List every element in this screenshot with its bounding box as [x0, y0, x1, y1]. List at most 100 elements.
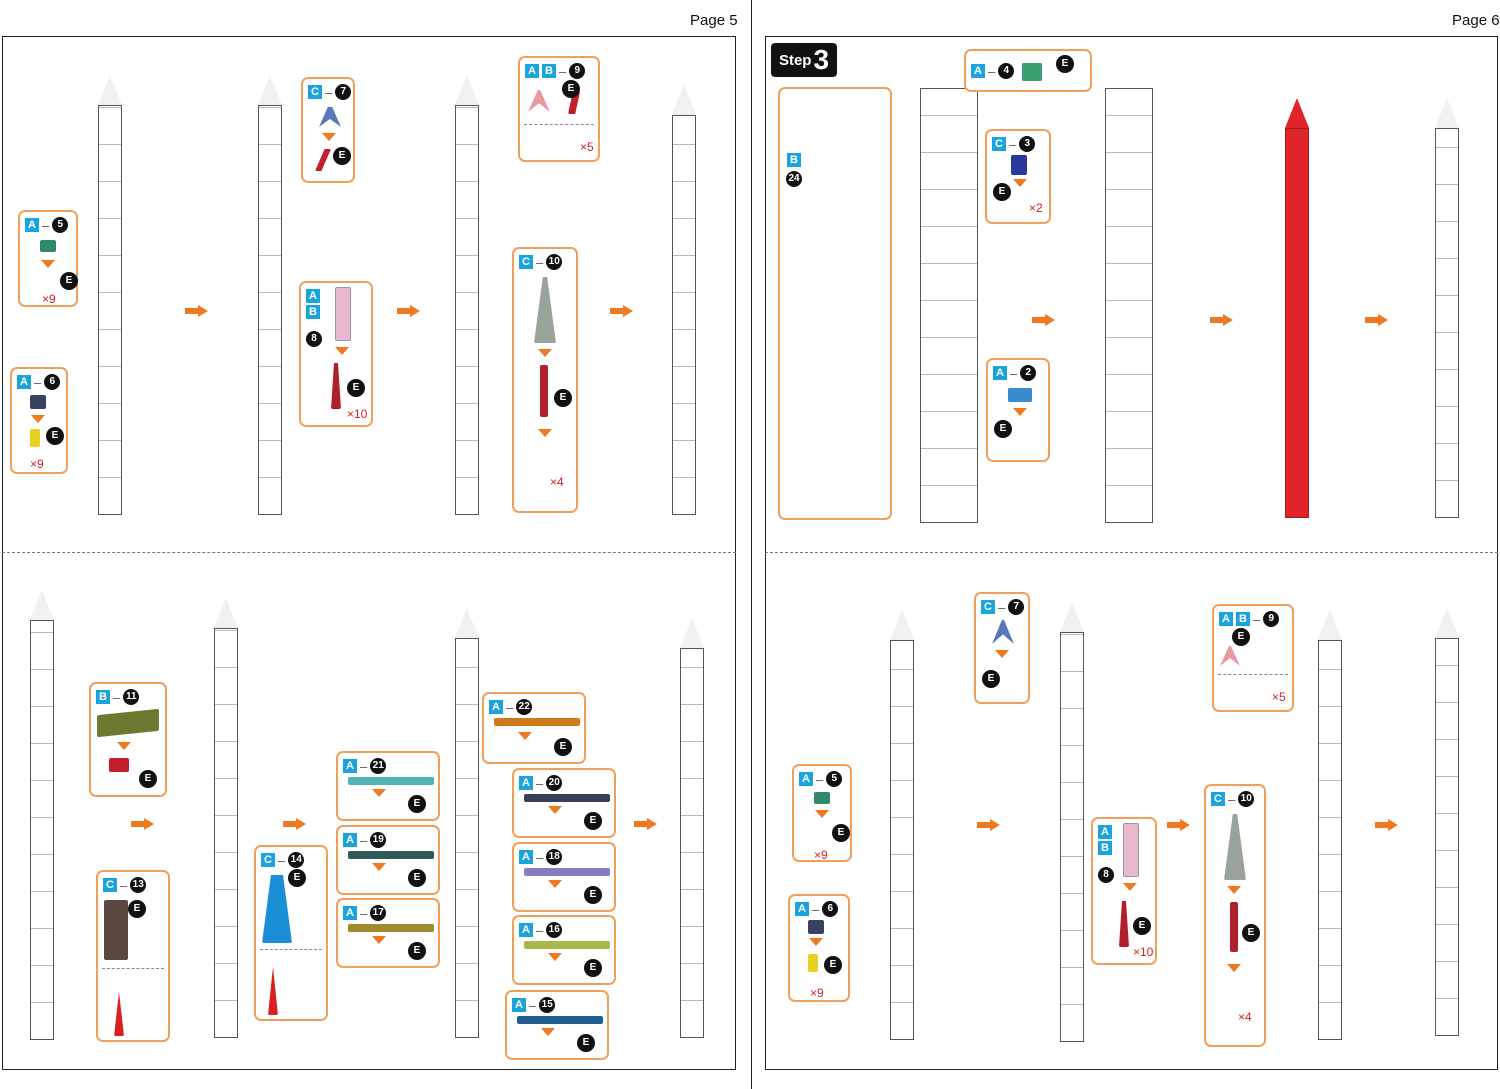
callout-a15: A–15 E	[505, 990, 609, 1060]
e-badge: E	[128, 900, 146, 918]
piece-shape	[1022, 63, 1042, 81]
part-letter: C	[519, 255, 533, 269]
down-arrow-icon	[335, 347, 349, 355]
next-arrow-icon	[283, 818, 307, 830]
page5-separator	[2, 552, 736, 553]
down-arrow-icon	[518, 732, 532, 740]
callout-c7-p6: C–7 E	[974, 592, 1030, 704]
step-badge: Step 3	[771, 43, 837, 77]
step-number: 5	[826, 771, 843, 787]
tower-illustration	[920, 88, 978, 523]
piece-shape	[1220, 646, 1240, 666]
part-letter: A	[993, 366, 1007, 380]
callout-c3: C–3 E ×2	[985, 129, 1051, 224]
callout-c7: C–7 E	[301, 77, 355, 183]
part-letter: A	[343, 906, 357, 920]
down-arrow-icon	[809, 938, 823, 946]
piece-shape	[540, 365, 548, 417]
down-arrow-icon	[1123, 883, 1137, 891]
part-letter: B	[1236, 612, 1250, 626]
tower-illustration	[680, 618, 704, 1038]
step-number: 10	[546, 254, 563, 270]
piece-shape	[348, 777, 434, 785]
e-badge: E	[994, 420, 1012, 438]
callout-a6: A–6 E ×9	[10, 367, 68, 474]
down-arrow-icon	[548, 880, 562, 888]
piece-shape	[40, 240, 56, 252]
step-number: 20	[546, 775, 563, 791]
page-divider	[751, 0, 752, 1089]
e-badge: E	[832, 824, 850, 842]
tower-illustration	[455, 608, 479, 1038]
step-number: 6	[44, 374, 61, 390]
e-badge: E	[993, 183, 1011, 201]
multiplier: ×9	[810, 986, 824, 1000]
piece-shape	[524, 868, 610, 876]
e-badge: E	[584, 886, 602, 904]
down-arrow-icon	[322, 133, 336, 141]
step-number: 15	[539, 997, 556, 1013]
next-arrow-icon	[1375, 819, 1399, 831]
red-piece-illustration	[1285, 98, 1309, 518]
callout-a19: A–19 E	[336, 825, 440, 895]
part-letter: A	[519, 776, 533, 790]
piece-shape	[1230, 902, 1238, 952]
e-badge: E	[408, 942, 426, 960]
tower-illustration	[98, 75, 122, 515]
down-arrow-icon	[1227, 886, 1241, 894]
step-number: 3	[813, 44, 830, 75]
multiplier: ×2	[1029, 201, 1043, 215]
tower-illustration	[1105, 88, 1153, 523]
part-letter: A	[17, 375, 31, 389]
down-arrow-icon	[1013, 179, 1027, 187]
next-arrow-icon	[131, 818, 155, 830]
callout-a22: A–22 E	[482, 692, 586, 764]
part-letter: C	[308, 85, 322, 99]
callout-ab8: A B 8 E ×10	[299, 281, 373, 427]
piece-shape	[524, 941, 610, 949]
down-arrow-icon	[372, 936, 386, 944]
down-arrow-icon	[538, 429, 552, 437]
next-arrow-icon	[185, 305, 209, 317]
step-number: 8	[306, 331, 322, 347]
e-badge: E	[46, 427, 64, 445]
tower-illustration	[1435, 98, 1459, 518]
page-label-left: Page 5	[690, 12, 738, 29]
piece-shape	[1008, 388, 1032, 402]
e-badge: E	[1056, 55, 1074, 73]
part-letter: A	[343, 833, 357, 847]
step-word: Step	[778, 51, 812, 69]
e-badge: E	[982, 670, 1000, 688]
multiplier: ×5	[580, 140, 594, 154]
callout-c14: C–14 E	[254, 845, 328, 1021]
down-arrow-icon	[41, 260, 55, 268]
part-letter: C	[261, 853, 275, 867]
callout-c10: C–10 E ×4	[512, 247, 578, 513]
page6-frame	[765, 36, 1498, 1070]
callout-a2: A–2 E	[986, 358, 1050, 462]
step-number: 7	[335, 84, 352, 100]
next-arrow-icon	[1210, 314, 1234, 326]
piece-shape	[1123, 823, 1139, 877]
down-arrow-icon	[815, 810, 829, 818]
piece-shape	[494, 718, 580, 726]
step-number: 24	[786, 171, 802, 187]
step-number: 8	[1098, 867, 1114, 883]
down-arrow-icon	[548, 806, 562, 814]
tower-illustration	[672, 85, 696, 515]
callout-c13: C–13 E	[96, 870, 170, 1042]
piece-shape	[524, 794, 610, 802]
part-letter: A	[306, 289, 320, 303]
step-number: 4	[998, 63, 1015, 79]
part-letter: C	[992, 137, 1006, 151]
e-badge: E	[1242, 924, 1260, 942]
multiplier: ×4	[550, 475, 564, 489]
part-letter: B	[96, 690, 110, 704]
step-number: 9	[1263, 611, 1280, 627]
piece-shape	[262, 875, 292, 943]
step-number: 11	[123, 689, 140, 705]
e-badge: E	[577, 1034, 595, 1052]
multiplier: ×9	[42, 292, 56, 306]
